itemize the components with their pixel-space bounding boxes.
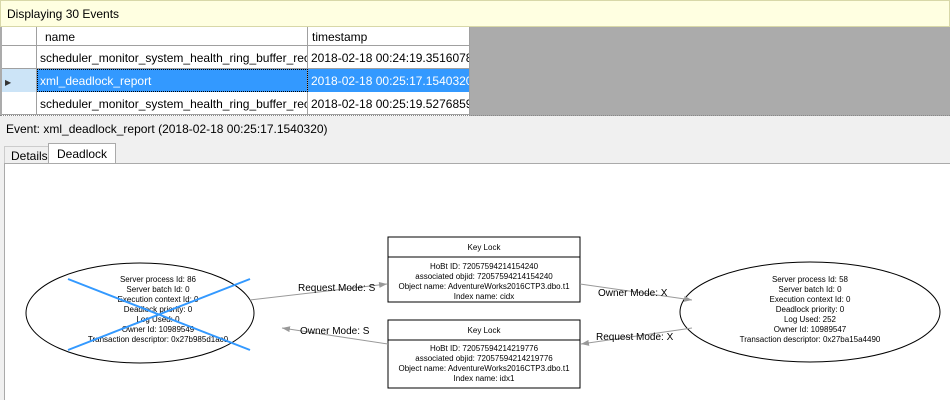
- lock-title: Key Lock: [468, 326, 502, 335]
- node-detail-line: Object name: AdventureWorks2016CTP3.dbo.…: [398, 364, 570, 373]
- events-grid-area: name timestamp scheduler_monitor_system_…: [0, 27, 950, 116]
- node-detail-line: Server batch Id: 0: [778, 285, 842, 294]
- edge-label: Request Mode: S: [298, 283, 376, 294]
- node-detail-line: HoBt ID: 72057594214154240: [430, 262, 539, 271]
- row-header[interactable]: [2, 46, 37, 69]
- edge-arrow: [281, 326, 389, 345]
- events-grid[interactable]: name timestamp scheduler_monitor_system_…: [2, 27, 470, 116]
- column-header-timestamp[interactable]: timestamp: [308, 27, 470, 46]
- grid-header-row: name timestamp: [2, 27, 470, 46]
- event-name-cell[interactable]: scheduler_monitor_system_health_ring_buf…: [37, 92, 308, 115]
- row-header[interactable]: ▶: [2, 69, 37, 92]
- node-detail-line: Index name: cidx: [454, 292, 514, 301]
- node-detail-line: Owner Id: 10989547: [774, 325, 847, 334]
- edge-label: Owner Mode: S: [300, 326, 370, 337]
- node-detail-line: associated objid: 72057594214154240: [415, 272, 553, 281]
- event-name-cell[interactable]: scheduler_monitor_system_health_ring_buf…: [37, 46, 308, 69]
- row-header[interactable]: [2, 92, 37, 115]
- node-detail-line: Object name: AdventureWorks2016CTP3.dbo.…: [398, 282, 570, 291]
- node-detail-line: Execution context Id: 0: [770, 295, 851, 304]
- events-count-banner: Displaying 30 Events: [0, 0, 950, 27]
- key-lock-node[interactable]: Key Lock HoBt ID: 72057594214219776assoc…: [387, 319, 581, 389]
- current-row-arrow-icon: ▶: [5, 78, 12, 87]
- lock-title: Key Lock: [468, 243, 502, 252]
- event-timestamp-cell[interactable]: 2018-02-18 00:25:17.1540320: [308, 69, 470, 92]
- tab-deadlock[interactable]: Deadlock: [48, 143, 117, 164]
- event-timestamp-cell[interactable]: 2018-02-18 00:24:19.3516078: [308, 46, 470, 69]
- key-lock-node[interactable]: Key Lock HoBt ID: 72057594214154240assoc…: [387, 236, 581, 303]
- node-detail-line: Owner Id: 10989549: [122, 325, 195, 334]
- node-detail-line: Server batch Id: 0: [126, 285, 190, 294]
- column-header-name[interactable]: name: [37, 27, 308, 46]
- node-detail-line: Transaction descriptor: 0x27ba15a4490: [740, 335, 881, 344]
- edge-label: Owner Mode: X: [598, 288, 668, 299]
- node-detail-line: Execution context Id: 0: [118, 295, 199, 304]
- node-detail-line: HoBt ID: 72057594214219776: [430, 344, 539, 353]
- event-details-label: Event: xml_deadlock_report (2018-02-18 0…: [6, 122, 328, 136]
- event-name-cell[interactable]: xml_deadlock_report: [37, 69, 308, 92]
- node-detail-line: associated objid: 72057594214219776: [415, 354, 553, 363]
- victim-cross-line: [67, 278, 251, 351]
- event-timestamp-cell[interactable]: 2018-02-18 00:25:19.5276859: [308, 92, 470, 115]
- table-row-selected[interactable]: ▶ xml_deadlock_report 2018-02-18 00:25:1…: [2, 69, 470, 92]
- tab-details[interactable]: Details: [4, 146, 55, 164]
- edge-arrow: [249, 281, 388, 301]
- node-detail-line: Index name: idx1: [454, 374, 515, 383]
- table-row[interactable]: scheduler_monitor_system_health_ring_buf…: [2, 46, 470, 69]
- panel-splitter[interactable]: [0, 115, 950, 118]
- node-detail-line: Deadlock priority: 0: [776, 305, 845, 314]
- edge-label: Request Mode: X: [596, 332, 674, 343]
- edge-arrow: [580, 327, 693, 346]
- node-detail-line: Server process Id: 58: [772, 275, 849, 284]
- node-detail-line: Log Used: 0: [136, 315, 180, 324]
- edge-arrow: [579, 283, 693, 302]
- table-row[interactable]: scheduler_monitor_system_health_ring_buf…: [2, 92, 470, 115]
- node-detail-line: Transaction descriptor: 0x27b985d1ac0: [88, 335, 229, 344]
- node-detail-line: Deadlock priority: 0: [124, 305, 193, 314]
- row-header-corner: [2, 27, 37, 46]
- node-detail-line: Server process Id: 86: [120, 275, 197, 284]
- node-detail-line: Log Used: 252: [784, 315, 837, 324]
- events-count-text: Displaying 30 Events: [7, 7, 120, 21]
